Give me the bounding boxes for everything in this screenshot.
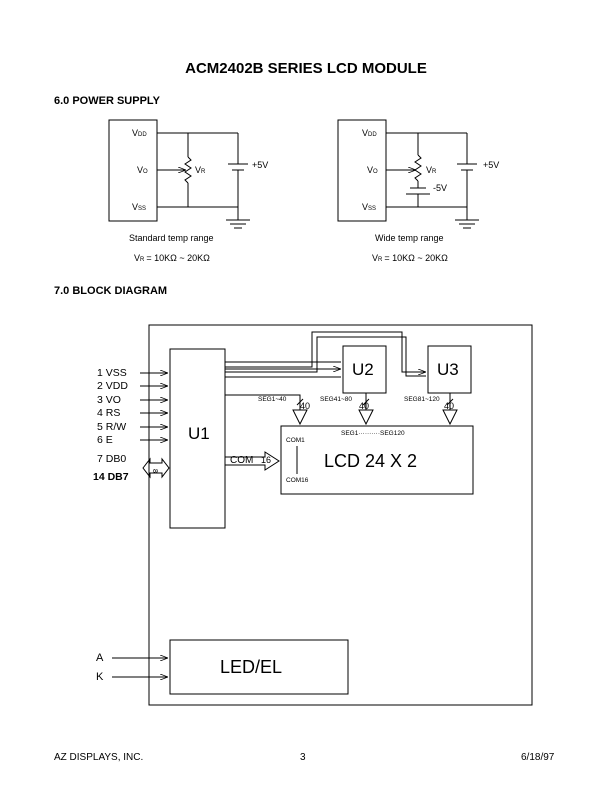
- seg-arrow-u2: [358, 409, 374, 426]
- pin-label: 5 R/W: [97, 421, 126, 433]
- u2-block: [342, 345, 387, 394]
- supply-label-plus5-standard: +5V: [252, 160, 268, 170]
- supply-label-minus5: -5V: [433, 183, 447, 193]
- seg-count-u3: 40: [444, 401, 454, 411]
- svg-text:VR: VR: [426, 165, 437, 175]
- svg-text:VR= 10KΩ ~ 20KΩ: VR= 10KΩ ~ 20KΩ: [134, 253, 210, 263]
- power-circuit-standard: [108, 119, 250, 229]
- supply-label-plus5-wide: +5V: [483, 160, 499, 170]
- seg-arrow-u1: [292, 409, 308, 426]
- footer-company: AZ DISPLAYS, INC.: [54, 752, 144, 763]
- com-arrow: [225, 451, 280, 471]
- com16-label: COM16: [286, 477, 309, 484]
- pin-label: 3 VO: [97, 394, 121, 406]
- caption-wide-temp: Wide temp range: [375, 233, 444, 243]
- led-el-label: LED/EL: [220, 657, 282, 677]
- svg-text:VO: VO: [137, 165, 148, 175]
- pin-k-label: K: [96, 671, 104, 683]
- svg-text:VR: VR: [195, 165, 206, 175]
- svg-text:VSS: VSS: [132, 202, 146, 212]
- com-count: 16: [261, 455, 271, 465]
- svg-text:VDD: VDD: [362, 128, 377, 138]
- seg-label-u2: SEG41~80: [320, 396, 352, 403]
- bus-width-label: 8: [151, 469, 158, 473]
- pin-label: 7 DB0: [97, 453, 126, 465]
- seg-count-u1: 40: [300, 401, 310, 411]
- caption-standard-temp: Standard temp range: [129, 233, 214, 243]
- pin-label: 4 RS: [97, 407, 120, 419]
- seg-label-u3: SEG81~120: [404, 396, 440, 403]
- pin-list: 1 VSS 2 VDD 3 VO 4 RS 5 R/W 6 E 7 DB0 14…: [93, 367, 129, 483]
- lcd-seg-range: SEG1··········SEG120: [341, 430, 405, 437]
- pin-label: 2 VDD: [97, 380, 128, 392]
- seg-arrow-u3: [442, 409, 458, 426]
- potentiometer-standard: [184, 156, 192, 184]
- u1-block: [169, 348, 226, 529]
- pin-label: 14 DB7: [93, 471, 129, 483]
- document-title: ACM2402B SERIES LCD MODULE: [185, 60, 427, 77]
- seg-label-u1: SEG1~40: [258, 396, 287, 403]
- com1-label: COM1: [286, 437, 305, 444]
- u2-label: U2: [352, 360, 374, 379]
- pin-a-label: A: [96, 652, 104, 664]
- potentiometer-wide: [414, 154, 422, 182]
- section-heading-power-supply: 6.0 POWER SUPPLY: [54, 95, 160, 107]
- footer-date: 6/18/97: [521, 752, 555, 763]
- pin-label: 6 E: [97, 434, 113, 446]
- u3-label: U3: [437, 360, 459, 379]
- com-label: COM: [230, 455, 253, 466]
- seg-count-u2: 40: [359, 401, 369, 411]
- lcd-label: LCD 24 X 2: [324, 451, 417, 471]
- section-heading-block-diagram: 7.0 BLOCK DIAGRAM: [54, 285, 168, 297]
- lcd-panel-block: [280, 425, 474, 495]
- svg-text:VR= 10KΩ ~ 20KΩ: VR= 10KΩ ~ 20KΩ: [372, 253, 448, 263]
- data-bus-arrow: [142, 457, 170, 479]
- module-outline: [148, 324, 533, 706]
- footer-page-number: 3: [300, 752, 306, 763]
- led-el-block: [169, 639, 349, 695]
- svg-text:VO: VO: [367, 165, 378, 175]
- pin-label: 1 VSS: [97, 367, 127, 379]
- u1-label: U1: [188, 424, 210, 443]
- svg-text:VSS: VSS: [362, 202, 376, 212]
- power-circuit-wide: [337, 119, 479, 229]
- svg-text:VDD: VDD: [132, 128, 147, 138]
